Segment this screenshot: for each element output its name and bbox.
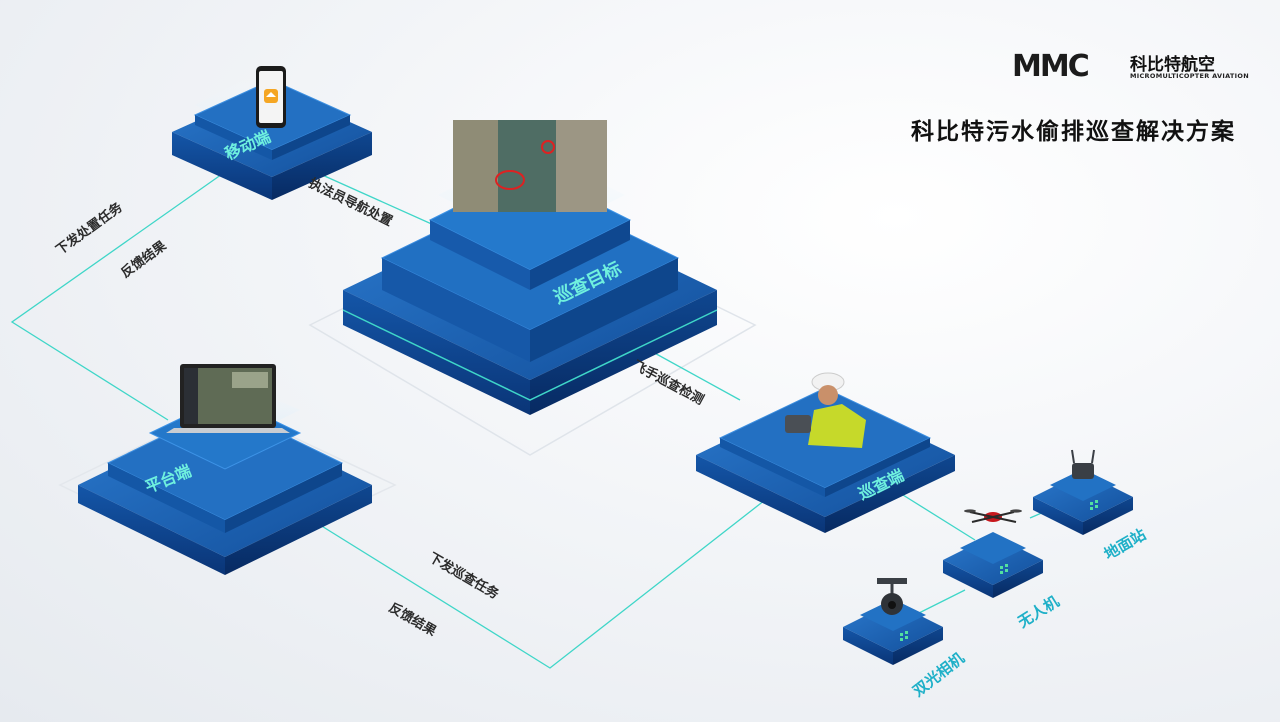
target-tier-3-right bbox=[530, 220, 630, 290]
drone-leds bbox=[1000, 564, 1008, 574]
drone-led-2 bbox=[1005, 564, 1008, 567]
brand-logo: MMC 科比特航空 MICROMULTICOPTER AVIATION bbox=[1012, 48, 1249, 88]
camera-base-right bbox=[893, 627, 943, 665]
drone-base-upper bbox=[960, 532, 1026, 564]
drone-base-left bbox=[943, 560, 993, 598]
drone-node: 无人机 bbox=[943, 509, 1062, 632]
camera-led-3 bbox=[900, 638, 903, 641]
station-controller bbox=[1072, 463, 1094, 479]
propeller-2 bbox=[1010, 509, 1022, 513]
line-patrol-drone bbox=[894, 489, 976, 541]
brand-mark: MMC bbox=[1012, 49, 1090, 84]
laptop-screen-panel bbox=[184, 368, 198, 424]
ground-station-label: 地面站 bbox=[1101, 525, 1149, 563]
drone-led-3 bbox=[1000, 571, 1003, 574]
patrol-node: 巡查端 bbox=[696, 372, 955, 533]
station-leds bbox=[1090, 500, 1098, 510]
station-antenna-left bbox=[1071, 449, 1075, 464]
camera-base-left bbox=[843, 627, 893, 665]
platform-tier-2-right bbox=[225, 463, 342, 533]
aerial-photo-bank-left bbox=[453, 120, 498, 212]
page-title: 科比特污水偷排巡查解决方案 bbox=[911, 119, 1236, 145]
mobile-tier-1-right bbox=[272, 132, 372, 200]
mobile-node: 移动端 bbox=[172, 66, 372, 200]
station-led-2 bbox=[1095, 500, 1098, 503]
target-tier-2-right bbox=[530, 258, 678, 362]
camera-label: 双光相机 bbox=[909, 649, 967, 700]
patrol-tier-2-left bbox=[720, 438, 825, 497]
station-led-1 bbox=[1090, 502, 1093, 505]
edge-label-feedback-top: 反馈结果 bbox=[118, 238, 169, 282]
pilot-head bbox=[818, 385, 838, 405]
drone-label: 无人机 bbox=[1014, 592, 1063, 632]
brand-name-cn: 科比特航空 bbox=[1130, 55, 1215, 75]
highlight-circle-2 bbox=[495, 170, 525, 190]
safety-vest bbox=[808, 404, 866, 448]
camera-led-1 bbox=[900, 633, 903, 636]
patrol-tier-2-right bbox=[825, 438, 930, 497]
target-tier-3-left bbox=[430, 220, 530, 290]
station-upper-top bbox=[1050, 469, 1116, 501]
laptop-screen-map bbox=[232, 372, 268, 388]
platform-tier-1-left bbox=[78, 485, 225, 575]
line-platform-patrol bbox=[311, 499, 766, 669]
station-led-4 bbox=[1095, 505, 1098, 508]
line-drone-camera bbox=[914, 589, 966, 616]
gimbal-mount bbox=[877, 578, 907, 584]
camera-node: 双光相机 bbox=[843, 578, 968, 700]
patrol-tier-1-left bbox=[696, 455, 825, 533]
target-tier-1-left bbox=[343, 290, 530, 415]
camera-lens bbox=[888, 601, 896, 609]
target-tier-1-edge bbox=[342, 309, 718, 401]
brand-mark-text: MMC bbox=[1012, 49, 1090, 84]
target-tier-1-right bbox=[530, 290, 717, 415]
station-left bbox=[1033, 497, 1083, 535]
aerial-photo-water bbox=[498, 120, 556, 212]
laptop-base bbox=[166, 428, 290, 433]
edge-label-dispatch-patrol: 下发巡查任务 bbox=[426, 550, 502, 603]
ground-station-node: 地面站 bbox=[1033, 449, 1149, 563]
pilot-figure bbox=[785, 372, 866, 448]
propeller-1 bbox=[964, 509, 976, 513]
aerial-photo bbox=[453, 120, 607, 212]
home-icon bbox=[266, 92, 276, 97]
drone-led-1 bbox=[1000, 566, 1003, 569]
station-antenna-right bbox=[1091, 449, 1095, 464]
line-mobile-platform bbox=[10, 171, 226, 421]
mobile-tier-2-right bbox=[272, 115, 350, 160]
line-target-patrol bbox=[639, 344, 741, 401]
edge-label-pilot-inspect: 飞手巡查检测 bbox=[630, 357, 706, 408]
target-tier-2-left bbox=[382, 258, 530, 362]
station-led-3 bbox=[1090, 507, 1093, 510]
target-node: 巡查目标 bbox=[342, 120, 718, 415]
brand-name-en: MICROMULTICOPTER AVIATION bbox=[1130, 72, 1249, 80]
mobile-tier-2-left bbox=[195, 115, 272, 160]
drone-base-right bbox=[993, 560, 1043, 598]
platform-tier-2-left bbox=[108, 463, 225, 533]
remote-controller bbox=[785, 415, 811, 433]
platform-tier-1-right bbox=[225, 485, 372, 575]
camera-led-4 bbox=[905, 636, 908, 639]
patrol-tier-1-right bbox=[825, 455, 955, 533]
drone-arm-2 bbox=[971, 511, 1015, 523]
drone-led-4 bbox=[1005, 569, 1008, 572]
station-right bbox=[1083, 497, 1133, 535]
drone-aircraft bbox=[964, 509, 1022, 523]
camera-leds bbox=[900, 631, 908, 641]
aerial-photo-bank-right bbox=[556, 120, 607, 212]
mobile-tier-1-left bbox=[172, 132, 272, 200]
camera-led-2 bbox=[905, 631, 908, 634]
platform-node: 平台端 bbox=[78, 364, 372, 575]
camera-base-upper bbox=[860, 599, 926, 631]
highlight-circle-1 bbox=[541, 140, 555, 154]
gimbal-camera bbox=[877, 578, 907, 615]
edge-label-feedback-bottom: 反馈结果 bbox=[386, 600, 439, 640]
